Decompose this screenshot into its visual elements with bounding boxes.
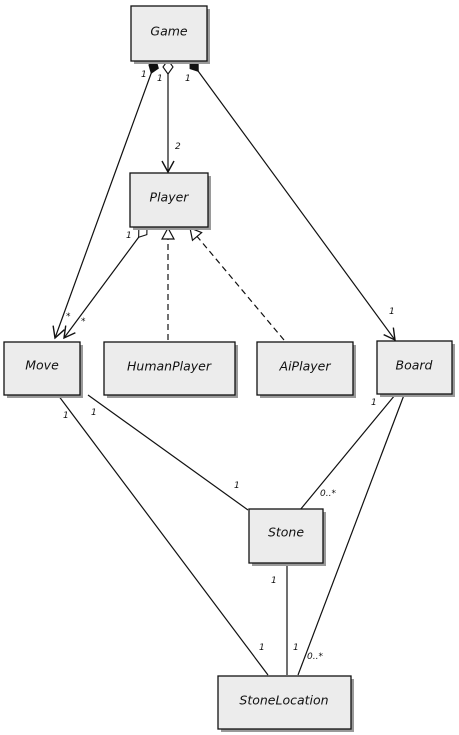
game-board-composition [189, 59, 396, 342]
mult-player-move-source: 1 [126, 231, 132, 241]
aiplayer-player-realization [190, 228, 285, 341]
mult-board-stone-target: 0..* [320, 489, 336, 499]
mult-game-board-target: 1 [389, 307, 395, 317]
class-game[interactable]: Game [130, 5, 210, 64]
board-stonelocation-association [297, 394, 405, 676]
move-stone-association [87, 394, 249, 511]
class-player[interactable]: Player [129, 172, 211, 230]
class-stone-label: Stone [268, 525, 304, 540]
class-player-label: Player [150, 190, 190, 205]
mult-game-move-source: 1 [141, 70, 147, 80]
class-stone[interactable]: Stone [248, 508, 326, 566]
mult-board-stonelocation-target: 0..* [307, 652, 323, 662]
class-aiplayer[interactable]: AiPlayer [256, 341, 356, 398]
mult-move-stonelocation-target: 1 [259, 643, 265, 653]
mult-game-player-source: 1 [157, 74, 163, 84]
class-aiplayer-label: AiPlayer [279, 359, 332, 374]
board-stone-association [299, 394, 396, 511]
class-move-label: Move [25, 358, 59, 373]
player-move-aggregation [63, 225, 148, 340]
mult-player-move-target: * [81, 317, 86, 327]
mult-stone-stonelocation-source: 1 [271, 576, 277, 586]
mult-game-player-target: 2 [175, 142, 181, 152]
mult-move-stone-source: 1 [91, 408, 97, 418]
mult-game-board-source: 1 [185, 74, 191, 84]
class-game-label: Game [150, 24, 188, 39]
class-move[interactable]: Move [3, 341, 83, 398]
mult-move-stonelocation-source: 1 [63, 411, 69, 421]
class-humanplayer[interactable]: HumanPlayer [103, 341, 238, 398]
move-stonelocation-association [57, 394, 269, 676]
class-board-label: Board [396, 358, 433, 373]
class-humanplayer-label: HumanPlayer [127, 359, 212, 374]
mult-game-move-target: * [66, 312, 71, 322]
class-board[interactable]: Board [376, 340, 455, 397]
class-stonelocation-label: StoneLocation [239, 693, 328, 708]
mult-stone-stonelocation-target: 1 [293, 643, 299, 653]
class-stonelocation[interactable]: StoneLocation [217, 675, 354, 732]
mult-move-stone-target: 1 [234, 481, 240, 491]
mult-board-stone-source: 1 [371, 398, 377, 408]
